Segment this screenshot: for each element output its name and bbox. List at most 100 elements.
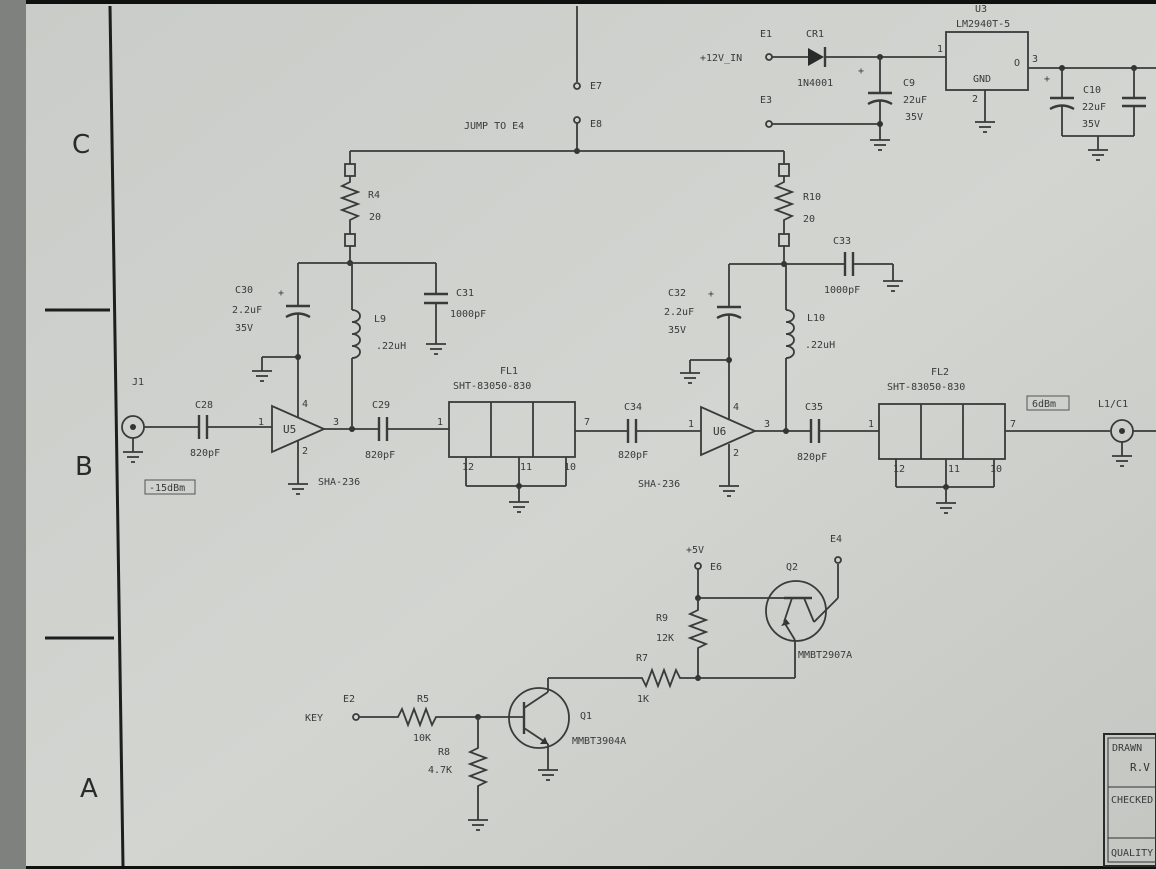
u5-pin3: 3 bbox=[333, 417, 339, 428]
r4-value: 20 bbox=[369, 212, 381, 223]
c10-label: C10 bbox=[1083, 85, 1101, 96]
r8-value: 4.7K bbox=[428, 765, 452, 776]
c30-value: 2.2uF bbox=[232, 305, 262, 316]
bias-rail bbox=[349, 6, 785, 164]
c9-value: 22uF bbox=[903, 95, 927, 106]
zone-c-label: C bbox=[72, 130, 90, 160]
e2-label: E2 bbox=[343, 694, 355, 705]
l10-label: L10 bbox=[807, 313, 825, 324]
u3-pin-out: O bbox=[1014, 58, 1020, 69]
r9-value: 12K bbox=[656, 633, 674, 644]
u5-pin1: 1 bbox=[258, 417, 264, 428]
fl1-pin11: 11 bbox=[520, 462, 532, 473]
c30-voltage: 35V bbox=[235, 323, 253, 334]
r5-value: 10K bbox=[413, 733, 431, 744]
c30-label: C30 bbox=[235, 285, 253, 296]
fl2-pin10: 10 bbox=[990, 464, 1002, 475]
u6-pin3: 3 bbox=[764, 419, 770, 430]
r4-label: R4 bbox=[368, 190, 380, 201]
u5-part-label: SHA-236 bbox=[318, 477, 360, 488]
fl1-pin10: 10 bbox=[564, 462, 576, 473]
u5-pin2: 2 bbox=[302, 446, 308, 457]
c34-value: 820pF bbox=[618, 450, 648, 461]
stage1-amplifier bbox=[121, 163, 449, 495]
e1-label: E1 bbox=[760, 29, 772, 40]
c9-plus: + bbox=[858, 66, 864, 77]
u3-pin3: 3 bbox=[1032, 54, 1038, 65]
u6-pin1: 1 bbox=[688, 419, 694, 430]
u6-part-label: SHA-236 bbox=[638, 479, 680, 490]
jump-label: JUMP TO E4 bbox=[464, 121, 524, 132]
r7-label: R7 bbox=[636, 653, 648, 664]
u6-label: U6 bbox=[713, 425, 726, 438]
c35-label: C35 bbox=[805, 402, 823, 413]
zone-a-label: A bbox=[80, 774, 98, 804]
c30-plus: + bbox=[278, 288, 284, 299]
c31-label: C31 bbox=[456, 288, 474, 299]
title-drawn-label: DRAWN bbox=[1112, 743, 1142, 754]
fl1-pin7: 7 bbox=[584, 417, 590, 428]
title-checked-label: CHECKED bbox=[1111, 795, 1153, 806]
r7-value: 1K bbox=[637, 694, 649, 705]
fl1-pin12: 12 bbox=[462, 462, 474, 473]
sheet-frame bbox=[45, 5, 125, 867]
c32-value: 2.2uF bbox=[664, 307, 694, 318]
c29-value: 820pF bbox=[365, 450, 395, 461]
output-level-label: 6dBm bbox=[1032, 399, 1056, 410]
amplifier-u6 bbox=[700, 405, 758, 457]
e6-label: E6 bbox=[710, 562, 722, 573]
e4-label: E4 bbox=[830, 534, 842, 545]
keying-circuit bbox=[352, 556, 842, 831]
c32-plus: + bbox=[708, 289, 714, 300]
title-block bbox=[1103, 733, 1156, 867]
l10-value: .22uH bbox=[805, 340, 835, 351]
u3-gnd-label: GND bbox=[973, 74, 991, 85]
u6-pin2: 2 bbox=[733, 448, 739, 459]
u5-pin4: 4 bbox=[302, 399, 308, 410]
regulator-u3 bbox=[945, 31, 1029, 91]
zone-b-label: B bbox=[75, 452, 93, 482]
cr1-part-label: 1N4001 bbox=[797, 78, 833, 89]
r10-label: R10 bbox=[803, 192, 821, 203]
diode-cr1 bbox=[808, 48, 824, 66]
fl2-pin1: 1 bbox=[868, 419, 874, 430]
e7-label: E7 bbox=[590, 81, 602, 92]
cr1-label: CR1 bbox=[806, 29, 824, 40]
c33-value: 1000pF bbox=[824, 285, 860, 296]
c9-label: C9 bbox=[903, 78, 915, 89]
l9-value: .22uH bbox=[376, 341, 406, 352]
title-quality-label: QUALITY bbox=[1111, 848, 1153, 859]
u3-part-label: LM2940T-5 bbox=[956, 19, 1010, 30]
power-supply-section bbox=[765, 31, 1156, 161]
j1-label: J1 bbox=[132, 377, 144, 388]
c34-label: C34 bbox=[624, 402, 642, 413]
paper-shadow-edge bbox=[0, 0, 26, 869]
transistor-q1 bbox=[508, 687, 570, 749]
fl1-part-label: SHT-83050-830 bbox=[453, 381, 531, 392]
stage2-amplifier bbox=[626, 163, 903, 497]
c28-value: 820pF bbox=[190, 448, 220, 459]
e8-label: E8 bbox=[590, 119, 602, 130]
input-level-label: -15dBm bbox=[149, 483, 185, 494]
c28-label: C28 bbox=[195, 400, 213, 411]
l9-label: L9 bbox=[374, 314, 386, 325]
fl1-label: FL1 bbox=[500, 366, 518, 377]
c10-voltage: 35V bbox=[1082, 119, 1100, 130]
c33-label: C33 bbox=[833, 236, 851, 247]
c10-value: 22uF bbox=[1082, 102, 1106, 113]
q1-label: Q1 bbox=[580, 711, 592, 722]
paper bbox=[6, 4, 1156, 866]
r8-label: R8 bbox=[438, 747, 450, 758]
c10-plus: + bbox=[1044, 74, 1050, 85]
fl2-label: FL2 bbox=[931, 367, 949, 378]
title-drawn-by: R.V bbox=[1130, 761, 1150, 774]
fl1-pin1: 1 bbox=[437, 417, 443, 428]
c32-label: C32 bbox=[668, 288, 686, 299]
power-input-label: +12V_IN bbox=[700, 53, 742, 64]
u6-pin4: 4 bbox=[733, 402, 739, 413]
q2-label: Q2 bbox=[786, 562, 798, 573]
fl2-part-label: SHT-83050-830 bbox=[887, 382, 965, 393]
filter-fl1 bbox=[448, 401, 627, 513]
fl2-pin7: 7 bbox=[1010, 419, 1016, 430]
